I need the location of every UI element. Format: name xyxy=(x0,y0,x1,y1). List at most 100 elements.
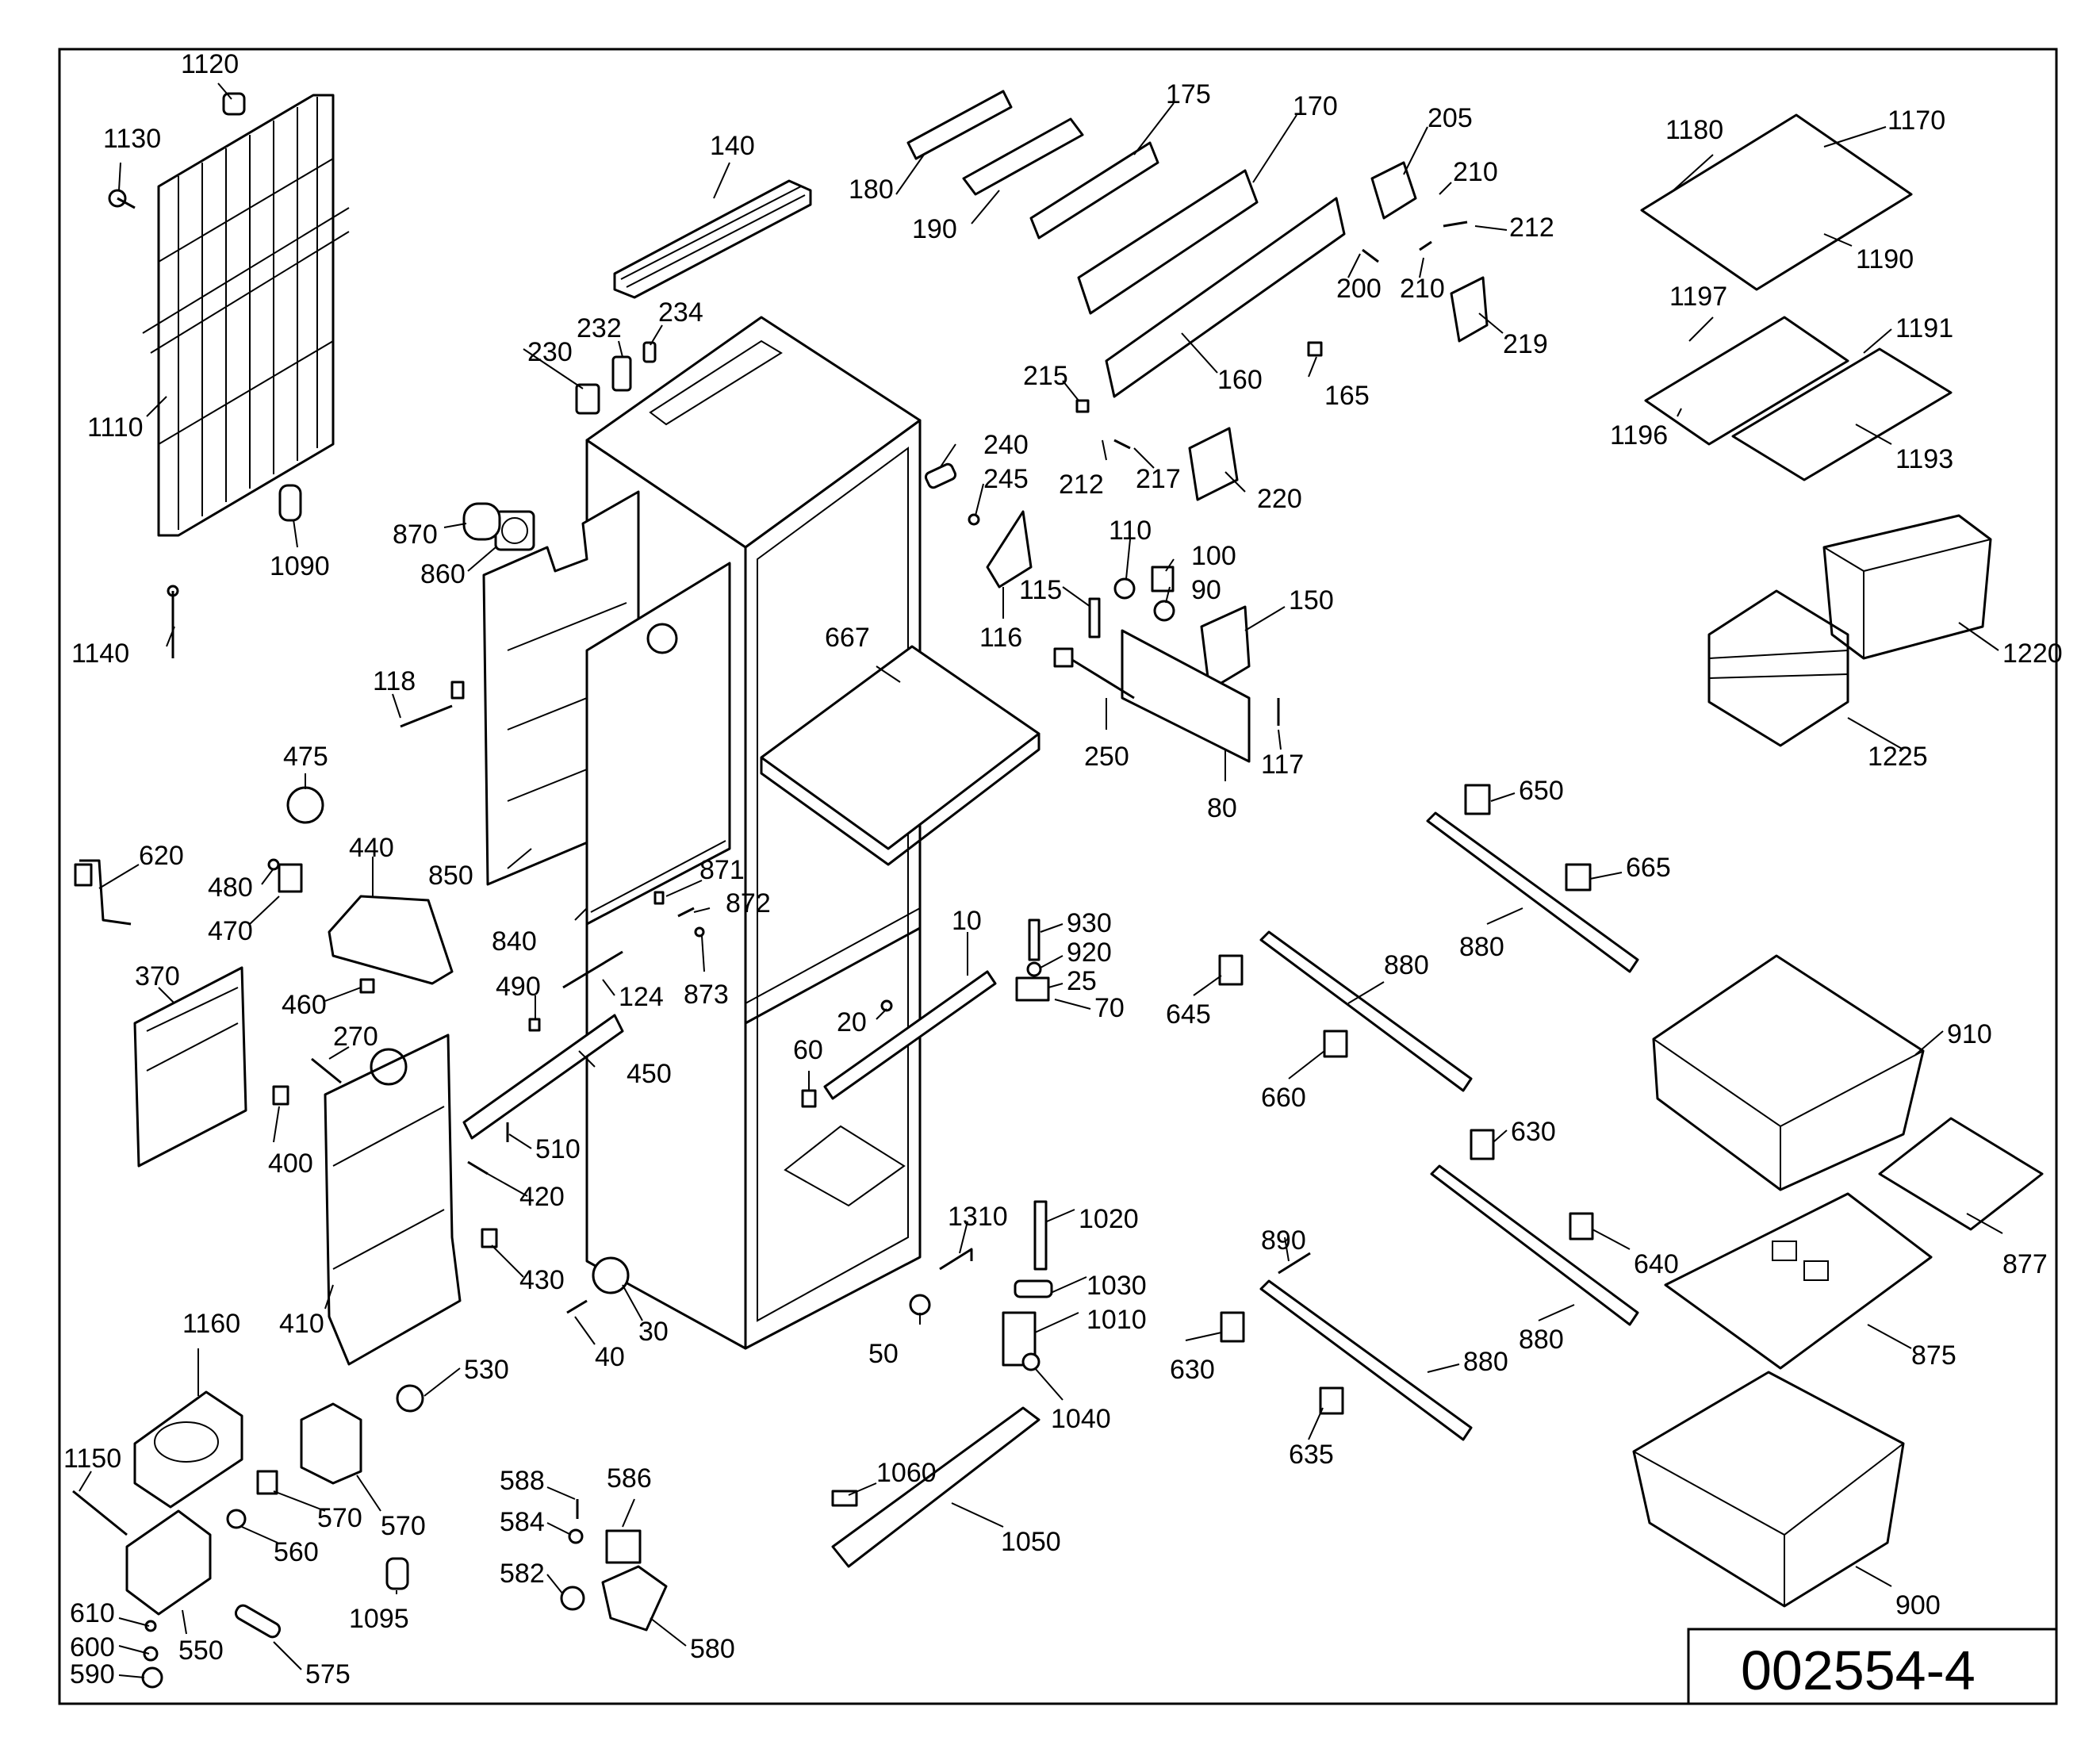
callout: 100 xyxy=(1191,541,1236,571)
screw-1040 xyxy=(1021,1352,1040,1371)
callout: 219 xyxy=(1503,329,1548,359)
callout: 1050 xyxy=(1001,1527,1061,1557)
callout: 40 xyxy=(595,1342,625,1372)
diagram-frame xyxy=(58,48,2058,1705)
pin-930 xyxy=(1028,918,1040,961)
callout: 460 xyxy=(282,990,327,1020)
capillary-pin xyxy=(167,585,179,658)
callout: 635 xyxy=(1289,1440,1334,1470)
callout: 1020 xyxy=(1079,1204,1139,1234)
glass-shelf-1196 xyxy=(1644,316,1849,446)
part-600 xyxy=(143,1646,159,1662)
part-217 xyxy=(1113,439,1131,450)
part-180 xyxy=(906,90,1013,160)
callout: 590 xyxy=(70,1659,115,1689)
part-160 xyxy=(1105,197,1346,398)
part-219 xyxy=(1450,276,1489,343)
callout: 250 xyxy=(1084,742,1129,772)
callout: 650 xyxy=(1519,776,1564,806)
callout: 1180 xyxy=(1665,115,1723,145)
callout: 645 xyxy=(1166,999,1211,1030)
part-1030 xyxy=(1014,1279,1053,1298)
part-630-a xyxy=(1470,1129,1495,1160)
callout: 140 xyxy=(710,131,755,161)
callout: 115 xyxy=(1019,575,1062,605)
drawer-910 xyxy=(1652,954,1925,1191)
callout-labels: 1120 1130 1110 1090 1140 140 180 190 175… xyxy=(63,49,2063,1689)
document-number: 002554-4 xyxy=(1741,1639,1976,1701)
callout: 1095 xyxy=(349,1604,409,1634)
callout: 1090 xyxy=(270,551,330,581)
part-1310 xyxy=(939,1248,973,1271)
callout: 630 xyxy=(1170,1355,1215,1385)
part-220 xyxy=(1188,427,1239,501)
wire-basket-1225 xyxy=(1707,589,1849,747)
part-450 xyxy=(462,1014,624,1140)
callout: 190 xyxy=(912,214,957,244)
rail-880-a xyxy=(1426,811,1639,973)
callout: 850 xyxy=(428,861,473,891)
part-470 xyxy=(278,863,303,893)
callout: 1150 xyxy=(63,1444,121,1474)
callout: 930 xyxy=(1067,908,1112,938)
callout: 860 xyxy=(420,559,466,589)
callout: 1170 xyxy=(1887,105,1945,136)
callout: 116 xyxy=(979,623,1022,653)
callout: 217 xyxy=(1136,464,1181,494)
callout: 440 xyxy=(349,833,394,863)
part-420 xyxy=(467,1160,489,1175)
part-873 xyxy=(694,926,705,938)
callout: 586 xyxy=(607,1463,652,1494)
callout: 90 xyxy=(1191,575,1221,605)
callout: 1030 xyxy=(1086,1271,1147,1301)
part-124 xyxy=(562,950,623,989)
drawer-1220 xyxy=(1822,514,1992,660)
callout: 205 xyxy=(1428,103,1473,133)
callout: 270 xyxy=(333,1022,378,1052)
callout: 1196 xyxy=(1610,420,1668,451)
callout: 160 xyxy=(1217,365,1263,395)
callout: 900 xyxy=(1895,1590,1941,1620)
callout: 210 xyxy=(1400,274,1445,304)
hinge-1010 xyxy=(1002,1311,1037,1367)
callout: 80 xyxy=(1207,793,1237,823)
part-1095 xyxy=(385,1557,409,1590)
callout: 665 xyxy=(1626,853,1671,883)
callout: 212 xyxy=(1509,213,1554,243)
callout: 30 xyxy=(638,1317,669,1347)
leader-lines xyxy=(79,82,2003,1678)
part-582 xyxy=(560,1586,585,1611)
callout: 840 xyxy=(492,926,537,957)
part-175 xyxy=(1029,141,1159,240)
callout: 180 xyxy=(849,174,894,205)
part-250 xyxy=(1053,647,1135,700)
callout: 873 xyxy=(684,980,729,1010)
part-635 xyxy=(1319,1386,1344,1415)
part-584 xyxy=(568,1528,584,1544)
part-570-a xyxy=(256,1470,278,1495)
callout: 910 xyxy=(1947,1019,1992,1049)
glass-shelf-1193 xyxy=(1731,347,1953,481)
fan-motor-440 xyxy=(328,895,454,985)
part-165 xyxy=(1307,341,1323,357)
part-60 xyxy=(801,1089,817,1108)
part-890 xyxy=(1278,1252,1311,1275)
callout: 875 xyxy=(1911,1340,1956,1371)
drier xyxy=(278,484,302,522)
part-230 xyxy=(575,383,600,415)
callout: 170 xyxy=(1293,91,1338,121)
hinge-25 xyxy=(1015,976,1050,1002)
callout: 200 xyxy=(1336,274,1382,304)
callout: 660 xyxy=(1261,1083,1306,1113)
callout: 1110 xyxy=(87,412,144,443)
rail-880-d xyxy=(1259,1279,1473,1441)
callout: 570 xyxy=(381,1511,426,1541)
glass-shelf-1170 xyxy=(1640,113,1913,291)
handle-1050 xyxy=(831,1406,1040,1568)
callout: 165 xyxy=(1324,381,1370,411)
callout: 582 xyxy=(500,1559,545,1589)
part-232 xyxy=(611,355,632,392)
part-630-b xyxy=(1220,1311,1245,1343)
callout: 1191 xyxy=(1895,313,1953,343)
part-580 xyxy=(601,1565,668,1632)
